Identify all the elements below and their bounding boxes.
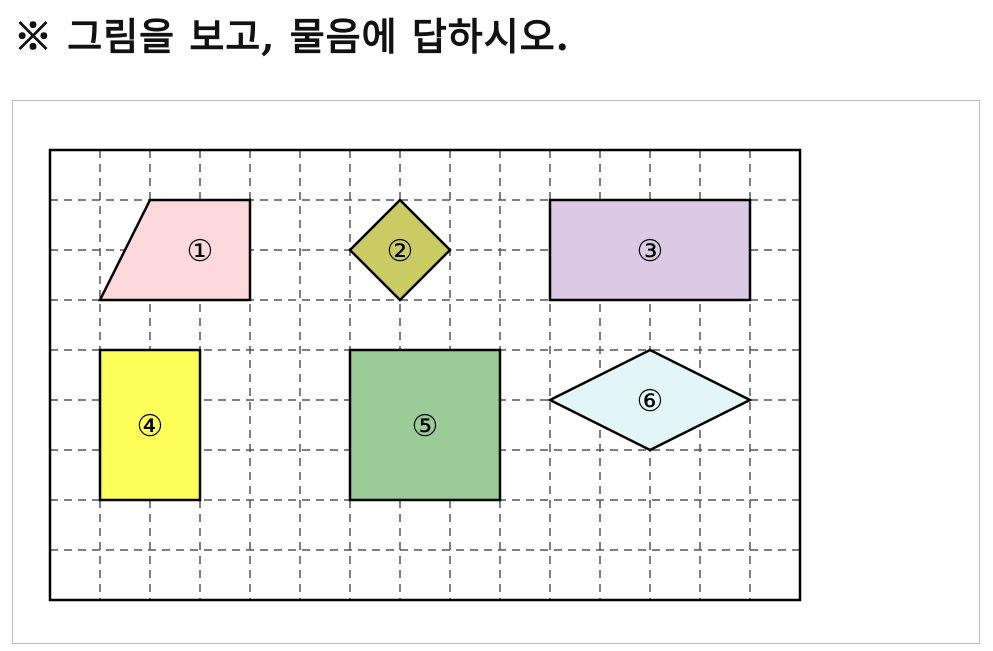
shape-label-2: ② [387,234,414,269]
shape-label-3: ③ [637,234,664,269]
shape-2 [348,198,452,302]
shape-label-4: ④ [137,409,164,444]
shape-label-1: ① [187,234,214,269]
shape-4 [98,348,202,502]
shape-5 [348,348,502,502]
question-text: ※ 그림을 보고, 물음에 답하시오. [14,14,570,59]
shape-label-6: ⑥ [637,384,664,419]
shape-label-5: ⑤ [412,409,439,444]
shape-3 [548,198,752,302]
figure-panel [12,100,980,644]
grid-border [48,148,802,602]
shape-1 [97,198,252,302]
shape-6 [547,348,753,452]
